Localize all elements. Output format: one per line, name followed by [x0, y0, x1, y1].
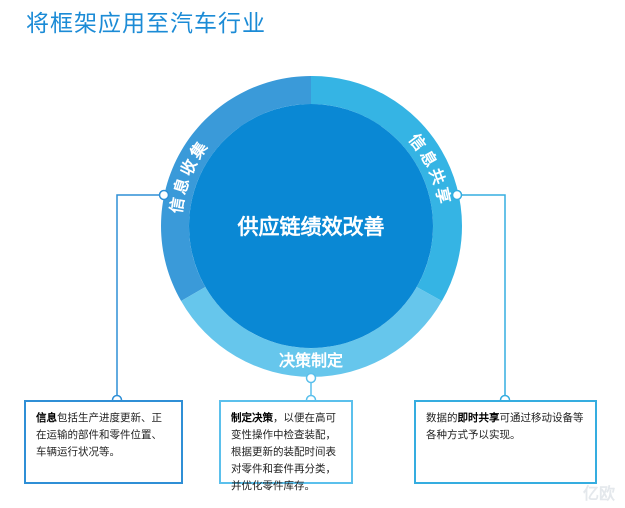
watermark-logo: 亿欧: [582, 484, 615, 503]
decision-making-box: 制定决策，以便在高可变性操作中检查装配，根据更新的装配时间表对零件和套件再分类，…: [219, 400, 353, 492]
box-text: 可通过移动设备等各种方式予以实现。: [426, 412, 584, 441]
box-bold: 信息: [36, 412, 57, 424]
segment-decision-making: [181, 287, 442, 377]
info-sharing-box: 数据的即时共享可通过移动设备等各种方式予以实现。: [414, 400, 597, 484]
box-text: ，以便在高可变性操作中检查装配，根据更新的装配时间表对零件和套件再分类，并优化零…: [231, 412, 336, 492]
info-collection-box: 信息包括生产进度更新、正在运输的部件和零件位置、车辆运行状况等。: [24, 400, 183, 484]
page-title: 将框架应用至汽车行业: [26, 11, 266, 37]
connector-dot-left: [158, 189, 170, 201]
center-circle: [189, 104, 433, 348]
box-bold: 制定决策: [231, 412, 273, 424]
box-text: 包括生产进度更新、正在运输的部件和零件位置、车辆运行状况等。: [36, 412, 162, 458]
segment-info-collection: [161, 76, 311, 301]
box-prefix: 数据的: [426, 412, 458, 424]
segment-label-decision: 决策制定: [279, 351, 343, 370]
center-label: 供应链绩效改善: [237, 215, 385, 239]
box-bold: 即时共享: [457, 412, 500, 424]
connector-dot-right: [451, 189, 463, 201]
connector-dot-bottom: [305, 372, 317, 384]
segment-info-sharing: [311, 75, 462, 301]
connector-left: [116, 194, 164, 400]
connector-right: [457, 194, 506, 400]
